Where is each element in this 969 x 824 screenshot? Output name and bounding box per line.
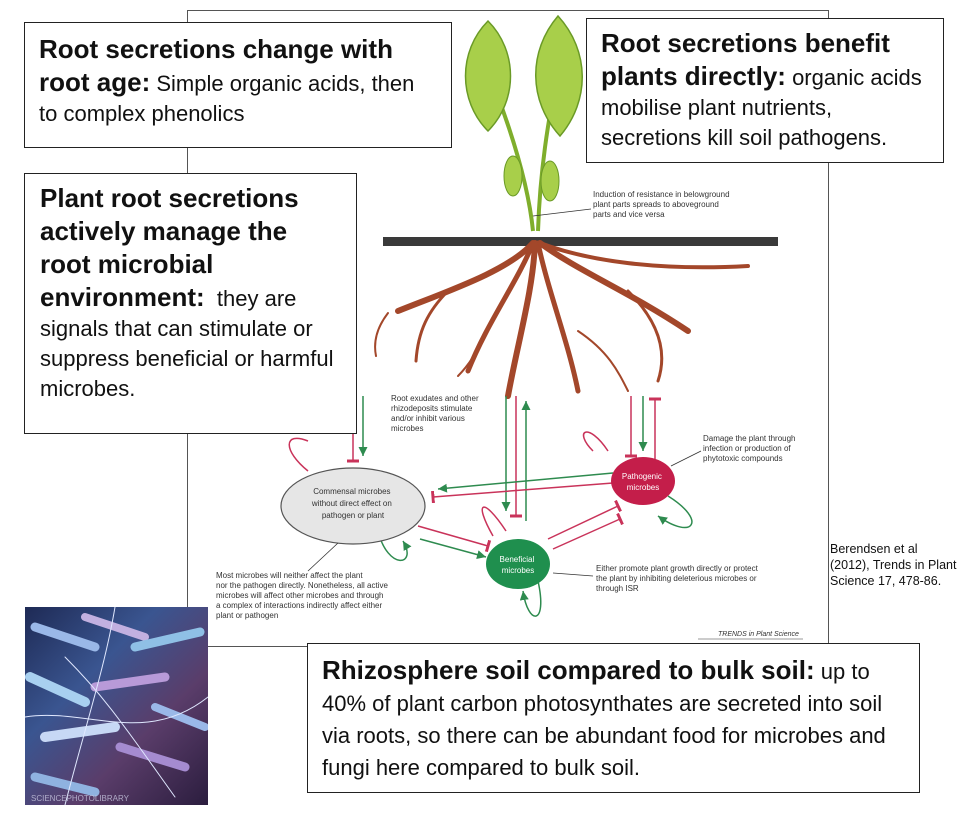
plant-shoot bbox=[464, 14, 583, 232]
promote-note: Either promote plant growth directly or … bbox=[596, 564, 760, 593]
damage-note: Damage the plant through infection or pr… bbox=[703, 434, 798, 463]
microbe-interaction-arrows bbox=[417, 472, 624, 559]
callout-heading: Root secretions change with root age: bbox=[39, 34, 393, 97]
photo-watermark: SCIENCEPHOTOLIBRARY bbox=[31, 794, 129, 803]
callout-root-age: Root secretions change with root age: Si… bbox=[24, 22, 452, 148]
most-microbes-note: Most microbes will neither affect the pl… bbox=[216, 571, 390, 620]
commensal-microbes-node: Commensal microbes without direct effect… bbox=[280, 467, 426, 545]
exudates-note: Root exudates and other rhizodeposits st… bbox=[391, 394, 481, 433]
callout-heading: Rhizosphere soil compared to bulk soil: bbox=[322, 655, 815, 685]
micrograph-icon bbox=[25, 607, 208, 805]
callout-manage-environment: Plant root secretions actively manage th… bbox=[24, 173, 357, 434]
svg-text:Pathogenic microbes: Pathogenic microbes bbox=[622, 472, 664, 492]
leaf-right bbox=[535, 14, 583, 138]
rhizosphere-diagram: Induction of resistance in belowground p… bbox=[216, 14, 803, 640]
callout-rhizosphere: Rhizosphere soil compared to bulk soil: … bbox=[307, 643, 920, 793]
beneficial-microbes-node: Beneficial microbes bbox=[486, 539, 550, 589]
pathogenic-microbes-node: Pathogenic microbes bbox=[611, 457, 675, 505]
callout-body: up to 40% of plant carbon photosynthates… bbox=[322, 659, 886, 780]
callout-benefit-direct: Root secretions benefit plants directly:… bbox=[586, 18, 944, 163]
citation: Berendsen et al (2012), Trends in Plant … bbox=[830, 542, 957, 588]
root-system bbox=[374, 240, 750, 399]
leaf-left bbox=[464, 19, 512, 133]
callout-body: Simple organic acids, then to complex ph… bbox=[39, 71, 415, 126]
callout-body: organic acids mobilise plant nutrients, … bbox=[601, 65, 922, 150]
svg-text:Beneficial microbes: Beneficial microbes bbox=[500, 555, 537, 575]
soil-surface bbox=[383, 237, 778, 246]
callout-heading: Plant root secretions actively manage th… bbox=[40, 183, 299, 312]
svg-text:Commensal microbes wit: Commensal microbes without direct effect… bbox=[311, 487, 394, 520]
journal-label: TRENDS in Plant Science bbox=[718, 631, 799, 638]
microbe-micrograph-image: SCIENCEPHOTOLIBRARY bbox=[25, 607, 208, 805]
callout-heading: Root secretions benefit plants directly: bbox=[601, 28, 890, 91]
self-loop-arrows bbox=[288, 431, 693, 617]
resistance-note: Induction of resistance in belowground p… bbox=[593, 190, 732, 219]
callout-body: they are signals that can stimulate or s… bbox=[40, 286, 334, 401]
